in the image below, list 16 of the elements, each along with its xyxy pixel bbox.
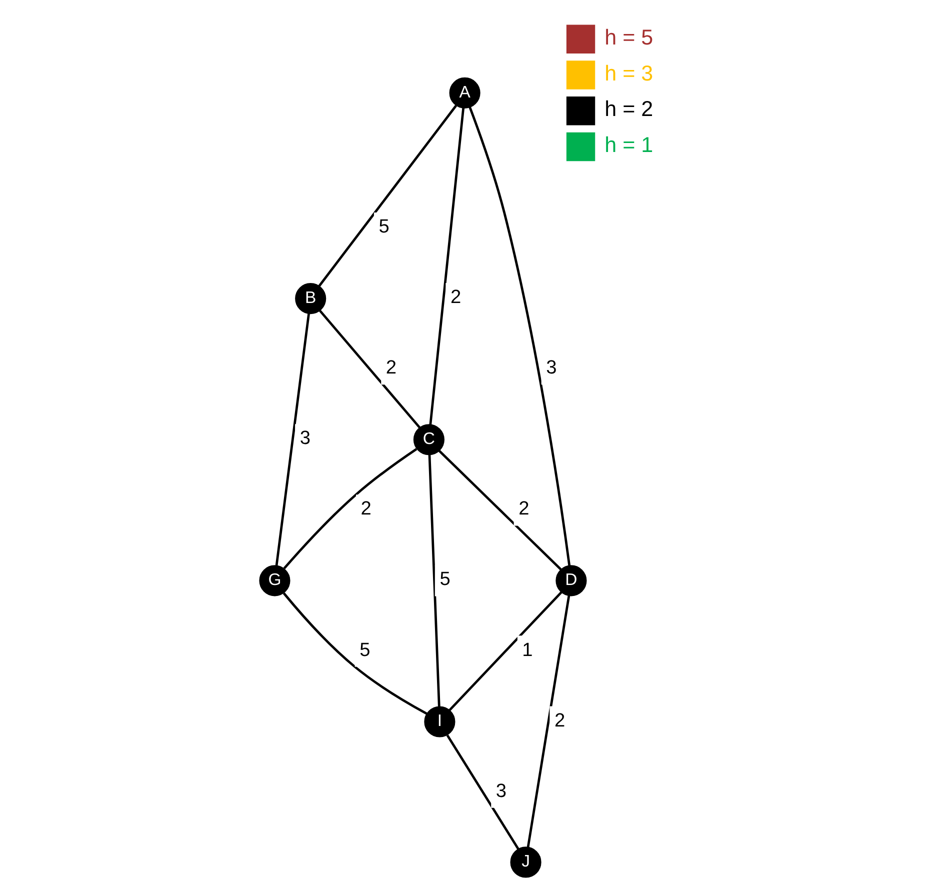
edge-label: 5 — [360, 640, 370, 661]
legend-label: h = 2 — [604, 97, 654, 122]
edge-label: 2 — [450, 287, 462, 308]
edge-label: 5 — [440, 569, 450, 590]
edge-label: 3 — [300, 428, 310, 450]
edge-label: 3 — [496, 780, 507, 802]
legend-label: h = 3 — [604, 61, 654, 86]
edge-label: 2 — [518, 498, 530, 520]
edge-label: 2 — [360, 498, 372, 520]
legend-label: h = 5 — [604, 25, 654, 50]
edge-label: 3 — [546, 358, 557, 379]
edge-label: 5 — [378, 216, 390, 238]
legend-label: h = 1 — [604, 132, 654, 157]
edge-label: 1 — [522, 640, 533, 661]
edge-label: 2 — [386, 358, 397, 379]
edge-label: 2 — [554, 710, 566, 732]
